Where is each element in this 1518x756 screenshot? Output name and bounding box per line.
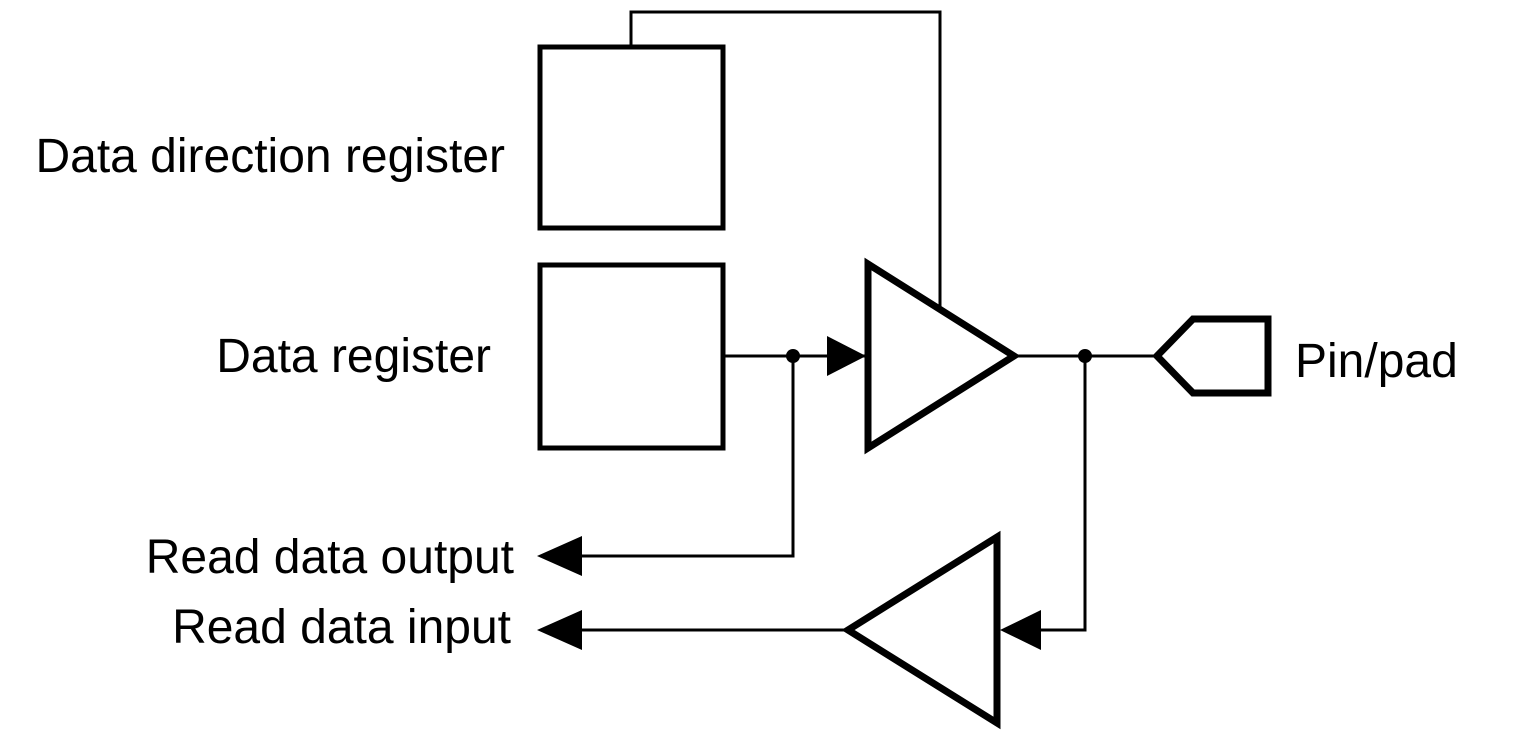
wire-group [560,10,1157,632]
junction-dot-output-branch [786,349,800,363]
input-buffer-triangle [841,530,1001,730]
data-register-label: Data register [216,330,491,383]
data-direction-register-box [537,44,726,231]
arrowhead-read-data-output [537,536,582,576]
junction-dot-pinpad-branch [1078,349,1092,363]
pin-pad-symbol [1152,315,1272,397]
data-direction-register-label: Data direction register [35,130,505,183]
wire-read-data-output-branch [560,356,795,558]
output-buffer-triangle [864,257,1021,455]
arrowhead-read-data-input [537,610,582,650]
arrowhead-into-input-buffer [1000,610,1041,650]
arrowhead-into-output-buffer [827,336,866,376]
wire-ddr-to-buffer-enable [629,10,942,309]
arrowhead-group [537,336,1041,650]
wire-pinpad-to-input-buffer [1040,356,1087,632]
data-register-box [537,262,726,451]
read-data-output-label: Read data output [146,531,514,584]
read-data-input-label: Read data input [172,601,511,654]
pin-pad-label: Pin/pad [1295,335,1458,388]
